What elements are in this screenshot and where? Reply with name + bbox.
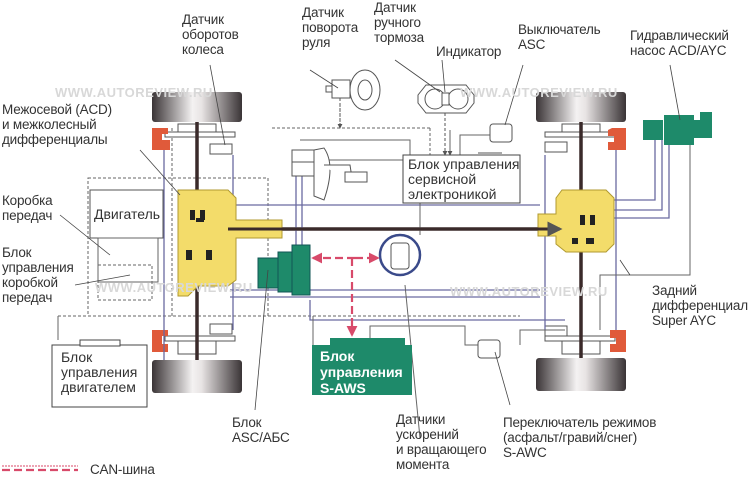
watermark: WWW.AUTOREVIEW.RU — [460, 85, 618, 100]
service-ecu-box — [402, 154, 521, 204]
can-bus — [2, 252, 380, 472]
instrument-cluster — [417, 84, 475, 156]
label-rear-diff: Задний дифференциал Super AYC — [652, 283, 748, 328]
brake-master — [291, 147, 368, 201]
front-differential — [177, 189, 283, 297]
engine-ecu-label: Блок управления двигателем — [61, 349, 138, 395]
asc-abs-unit — [257, 244, 311, 296]
asc-switch — [478, 123, 513, 154]
saws-ecu-box — [312, 345, 412, 395]
watermark: WWW.AUTOREVIEW.RU — [95, 280, 253, 295]
rear-differential — [537, 189, 615, 253]
engine-label: Двигатель — [94, 206, 161, 222]
label-hydraulic-pump: Гидравлический насос ACD/AYC — [630, 28, 729, 58]
label-accel-sensors: Датчики ускорений и вращающего момента — [396, 412, 487, 472]
wires — [163, 140, 670, 360]
label-can-bus: CAN-шина — [90, 462, 155, 477]
drive-shafts — [195, 122, 583, 360]
label-center-diff: Межосевой (ACD) и межколесный дифференци… — [2, 102, 112, 147]
label-steering-sensor: Датчик поворота руля — [302, 5, 359, 50]
service-ecu-label: Блок управления сервисной электроникой — [408, 156, 520, 202]
label-mode-switch: Переключатель режимов (асфальт/гравий/сн… — [503, 415, 657, 460]
label-asc-switch: Выключатель ASC — [518, 22, 601, 52]
mode-switch-icon — [477, 339, 501, 359]
label-indicator: Индикатор — [436, 44, 502, 59]
watermark: WWW.AUTOREVIEW.RU — [450, 284, 608, 299]
engine-ecu-box — [51, 344, 148, 408]
label-wheel-speed-sensor: Датчик оборотов колеса — [182, 12, 239, 57]
label-gearbox: Коробка передач — [2, 193, 53, 223]
accel-sensor — [378, 233, 422, 277]
hydraulic-pump — [643, 112, 712, 145]
steering-wheel — [325, 69, 381, 129]
label-handbrake-sensor: Датчик ручного тормоза — [374, 0, 424, 45]
saws-ecu-label: Блок управления S-AWS — [320, 348, 403, 396]
tire-rear-right — [536, 358, 626, 391]
tire-rear-left — [152, 360, 242, 393]
label-tcu: Блок управления коробкой передач — [2, 245, 74, 305]
watermark: WWW.AUTOREVIEW.RU — [55, 85, 213, 100]
tire-front-right — [536, 92, 626, 122]
label-asc-abs-unit: Блок ASC/АБС — [232, 415, 290, 445]
